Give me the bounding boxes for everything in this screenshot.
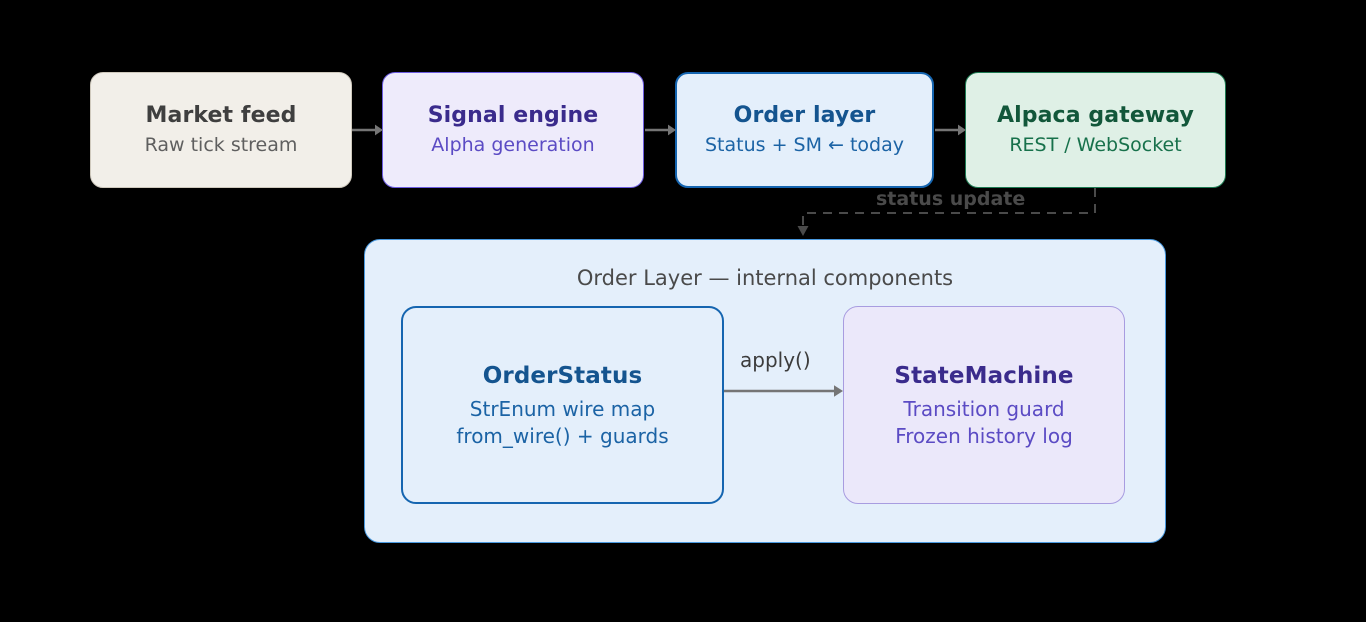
node-title: Order layer — [733, 102, 876, 128]
node-order-layer[interactable]: Order layer Status + SM ← today — [675, 72, 934, 188]
node-line-2: Frozen history log — [895, 423, 1073, 448]
node-line-2: from_wire() + guards — [456, 423, 669, 448]
node-subtitle: Raw tick stream — [144, 134, 298, 157]
node-signal-engine[interactable]: Signal engine Alpha generation — [382, 72, 644, 188]
node-title: OrderStatus — [482, 363, 643, 390]
node-line-1: Transition guard — [903, 397, 1065, 422]
node-state-machine[interactable]: StateMachine Transition guard Frozen his… — [843, 306, 1125, 504]
node-line-1: StrEnum wire map — [469, 397, 656, 422]
edge-order-status-to-state-machine — [724, 383, 845, 399]
edge-label-status-update: status update — [876, 188, 1026, 210]
node-alpaca-gateway[interactable]: Alpaca gateway REST / WebSocket — [965, 72, 1226, 188]
edge-signal-engine-to-order-layer — [645, 123, 677, 137]
node-market-feed[interactable]: Market feed Raw tick stream — [90, 72, 352, 188]
node-subtitle: Alpha generation — [431, 134, 595, 157]
edge-market-feed-to-signal-engine — [352, 123, 384, 137]
subgraph-title: Order Layer — internal components — [576, 266, 954, 290]
node-subtitle: Status + SM ← today — [704, 134, 905, 157]
edge-label-apply: apply() — [740, 348, 811, 372]
node-subtitle: REST / WebSocket — [1009, 134, 1182, 157]
node-title: Signal engine — [427, 102, 599, 128]
node-title: StateMachine — [894, 363, 1074, 390]
node-title: Alpaca gateway — [997, 102, 1194, 128]
node-order-status[interactable]: OrderStatus StrEnum wire map from_wire()… — [401, 306, 724, 504]
node-title: Market feed — [145, 102, 297, 128]
edge-order-layer-to-alpaca-gateway — [935, 123, 967, 137]
